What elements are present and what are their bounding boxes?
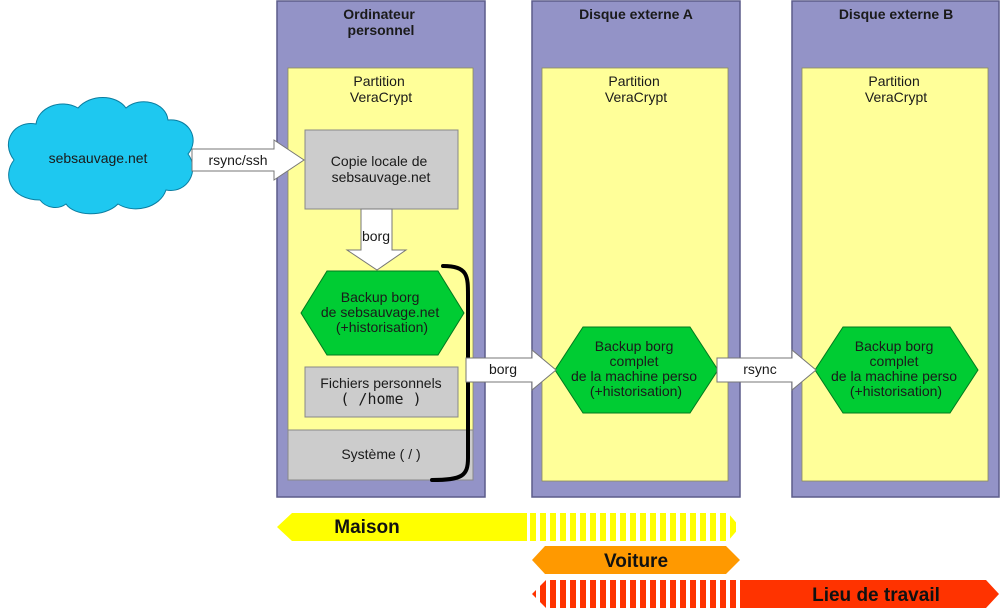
rsync-arrow: rsync [716, 348, 817, 392]
borg-right-arrow: borg [465, 348, 557, 392]
local-copy-box [304, 129, 459, 210]
column-disque-a: Disque externe A Partition VeraCrypt Bac… [531, 0, 741, 498]
borg-down-arrow [345, 208, 408, 271]
machine-title-disque-a: Disque externe A [579, 6, 693, 22]
borg-down-label: borg [362, 228, 390, 244]
machine-title-disque-b: Disque externe B [839, 6, 953, 22]
system-box [287, 429, 474, 481]
cloud-label: sebsauvage.net [49, 150, 148, 166]
personal-files-box [304, 366, 459, 418]
column-disque-b: Disque externe B Partition VeraCrypt Bac… [791, 0, 1000, 498]
cloud-sebsauvage: sebsauvage.net [8, 97, 194, 215]
home-path-label: ( /home ) [340, 390, 421, 408]
partition-label-disque-b: Partition VeraCrypt [865, 73, 927, 105]
location-bar-voiture: Voiture [532, 546, 740, 574]
location-bar-travail: Lieu de travail [532, 580, 999, 608]
rsync-ssh-label: rsync/ssh [208, 152, 267, 168]
column-ordinateur: Ordinateur personnel Partition VeraCrypt… [276, 0, 486, 498]
partition-label-disque-a: Partition VeraCrypt [605, 73, 667, 105]
location-bar-maison: Maison [277, 513, 740, 541]
partition-box-disque-b [801, 67, 989, 482]
backup-label-ordinateur: Backup borg de sebsauvage.net (+historis… [321, 289, 443, 335]
machine-title-ordinateur: Ordinateur personnel [343, 6, 418, 38]
system-label: Système ( / ) [341, 446, 420, 462]
rsync-label: rsync [743, 361, 776, 377]
borg-right-label: borg [489, 361, 517, 377]
rsync-ssh-arrow: rsync/ssh [191, 139, 305, 181]
backup-label-disque-a: Backup borg complet de la machine perso … [571, 338, 701, 399]
partition-label-ordinateur: Partition VeraCrypt [350, 73, 412, 105]
maison-label: Maison [334, 517, 399, 538]
backup-label-disque-b: Backup borg complet de la machine perso … [831, 338, 961, 399]
backup-hexagon-disque-b [814, 326, 979, 414]
personal-files-label: Fichiers personnels [320, 375, 441, 391]
backup-hexagon-ordinateur [300, 270, 465, 356]
voiture-label: Voiture [604, 551, 668, 572]
local-copy-label: Copie locale de sebsauvage.net [331, 153, 431, 185]
partition-box-disque-a [541, 67, 729, 482]
cloud-icon [8, 97, 194, 215]
travail-label: Lieu de travail [812, 585, 940, 606]
